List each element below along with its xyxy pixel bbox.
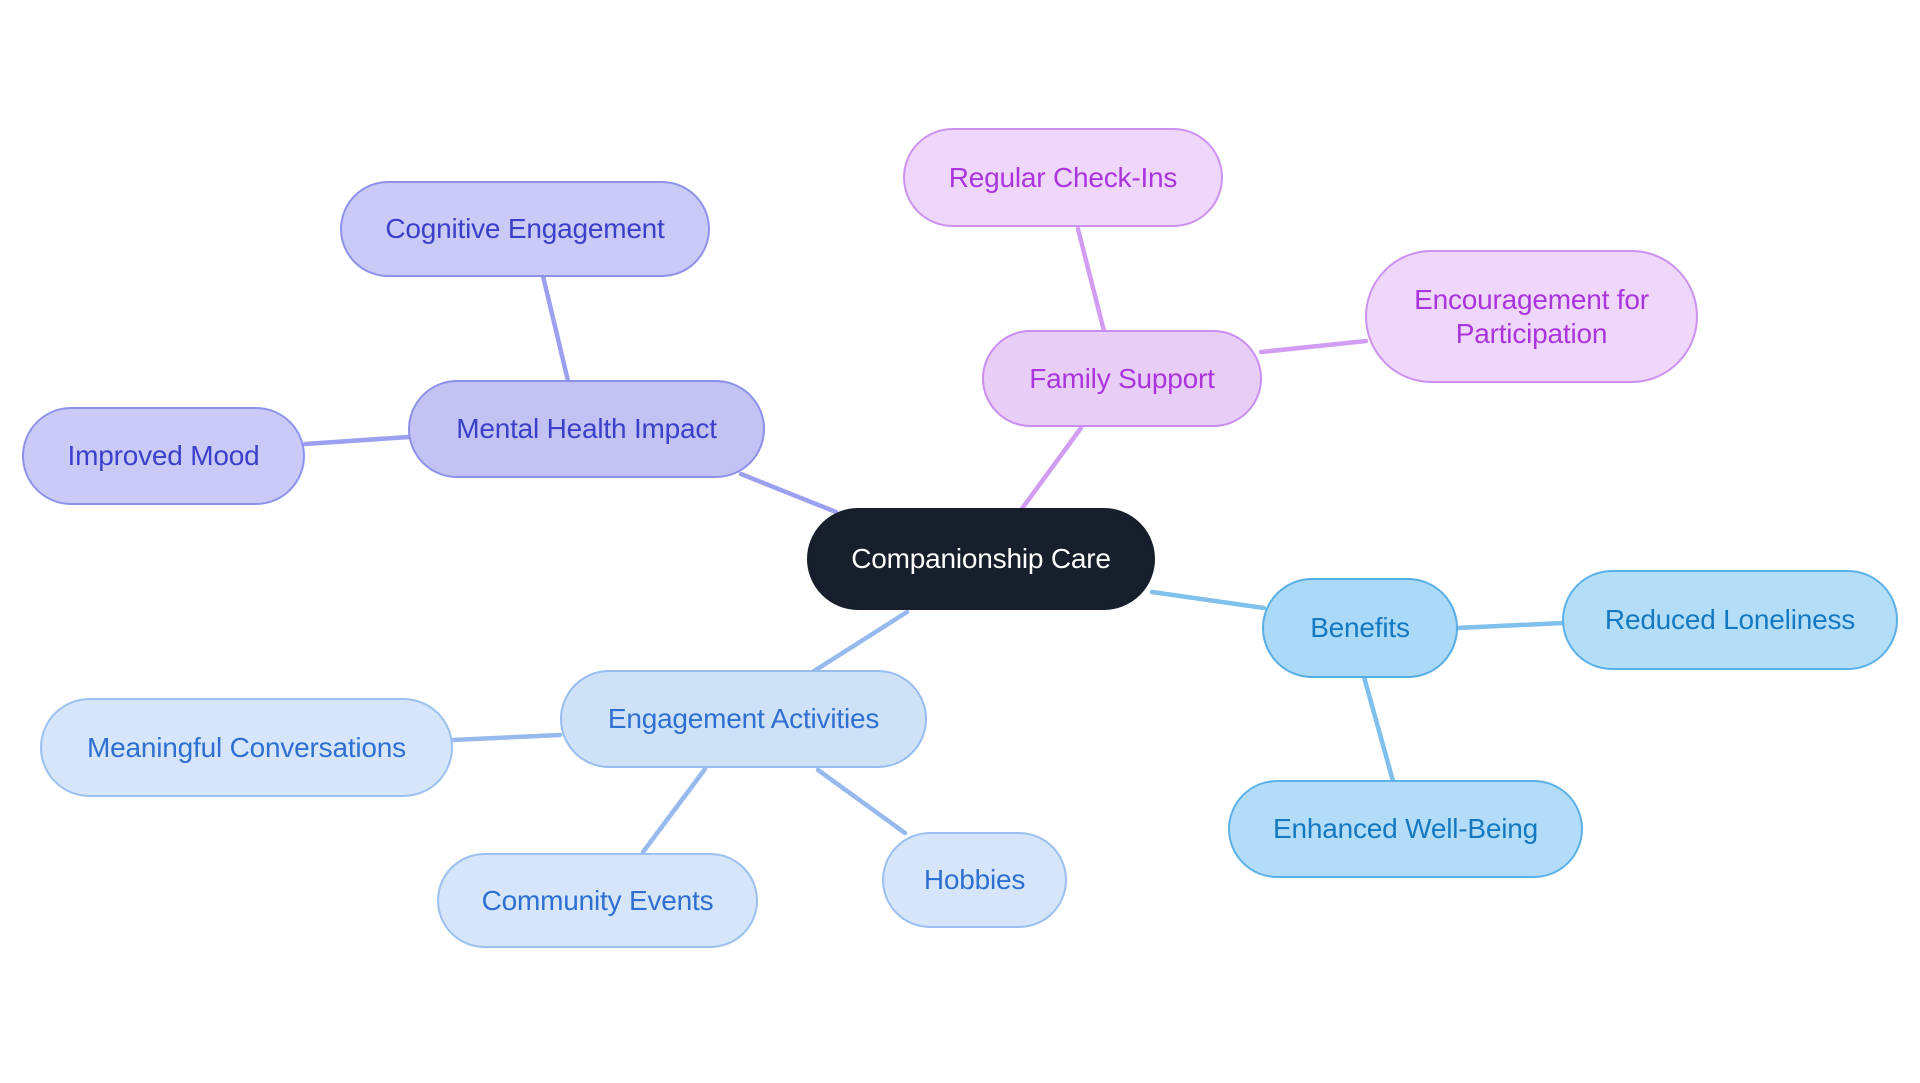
node-label: Cognitive Engagement [385,213,665,245]
edge-engagement-activities-to-community-events [640,766,708,855]
edge-family-support-to-companionship-care [1018,425,1084,513]
node-label: Meaningful Conversations [87,731,406,763]
node-family-support[interactable]: Family Support [982,330,1262,427]
edge-mental-health-impact-to-companionship-care [738,471,839,515]
node-mental-health-impact[interactable]: Mental Health Impact [408,380,765,478]
node-label: Engagement Activities [607,703,880,735]
node-benefits[interactable]: Benefits [1262,578,1458,678]
edge-improved-mood-to-mental-health-impact [302,434,412,447]
node-label: Companionship Care [851,543,1111,575]
node-label: Improved Mood [67,440,260,472]
node-label: Enhanced Well-Being [1273,813,1538,845]
edge-family-support-to-encouragement-for-participation [1258,338,1369,355]
node-enhanced-well-being[interactable]: Enhanced Well-Being [1228,780,1583,878]
node-regular-check-ins[interactable]: Regular Check-Ins [903,128,1223,227]
node-meaningful-conversations[interactable]: Meaningful Conversations [40,698,453,797]
node-label: Hobbies [923,864,1026,896]
node-encouragement-for-participation[interactable]: Encouragement for Participation [1365,250,1698,383]
edge-companionship-care-to-benefits [1149,589,1267,611]
node-label: Encouragement for Participation [1414,284,1649,349]
node-cognitive-engagement[interactable]: Cognitive Engagement [340,181,710,277]
node-community-events[interactable]: Community Events [437,853,758,948]
edge-engagement-activities-to-meaningful-conversations [450,732,563,743]
node-engagement-activities[interactable]: Engagement Activities [560,670,927,768]
node-hobbies[interactable]: Hobbies [882,832,1067,928]
node-label: Benefits [1310,612,1410,644]
node-label: Community Events [481,884,714,916]
node-label: Family Support [1029,362,1215,394]
edge-benefits-to-enhanced-well-being [1361,674,1396,784]
edge-regular-check-ins-to-family-support [1075,226,1107,334]
node-companionship-care[interactable]: Companionship Care [807,508,1155,610]
node-improved-mood[interactable]: Improved Mood [22,407,305,505]
node-label: Regular Check-Ins [948,161,1178,193]
edge-companionship-care-to-engagement-activities [808,609,910,676]
edge-cognitive-engagement-to-mental-health-impact [540,273,571,384]
node-label: Mental Health Impact [456,413,717,445]
node-reduced-loneliness[interactable]: Reduced Loneliness [1562,570,1898,670]
node-label: Reduced Loneliness [1604,604,1856,636]
edge-benefits-to-reduced-loneliness [1454,620,1566,631]
edge-engagement-activities-to-hobbies [815,767,908,836]
